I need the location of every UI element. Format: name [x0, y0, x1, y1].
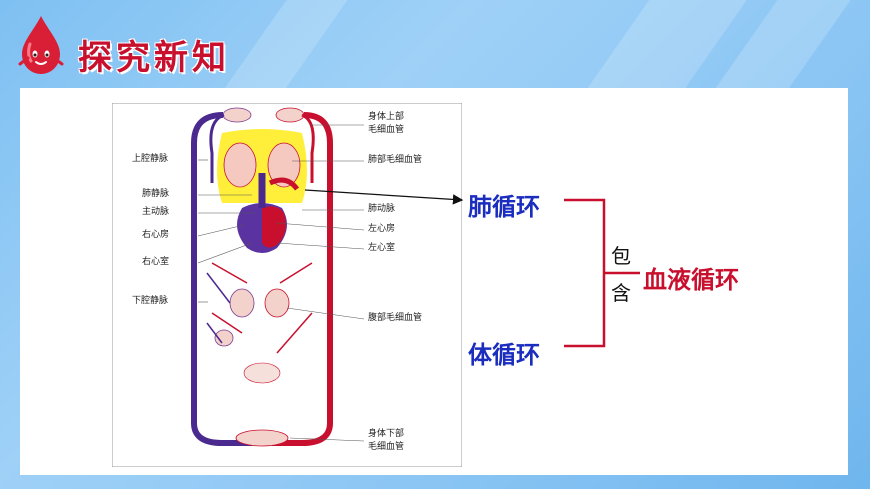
slide-title: 探究新知	[78, 38, 230, 78]
label-right-ventricle: 右心室	[142, 257, 170, 267]
circulation-diagram: 上腔静脉 肺静脉 主动脉 右心房 右心室 下腔静脉 身体上部 毛细血管 肺部毛细…	[112, 103, 462, 467]
connector-lines	[304, 189, 640, 348]
blood-circulation-label: 血液循环	[643, 266, 739, 294]
label-right-atrium: 右心房	[142, 230, 170, 240]
label-upper-body-capillaries: 毛细血管	[368, 125, 405, 135]
label-left-atrium: 左心房	[368, 224, 396, 234]
circulation-illustration	[112, 103, 462, 467]
contains-char-bottom: 含	[611, 281, 631, 305]
label-superior-vena-cava: 上腔静脉	[132, 154, 169, 164]
label-lower-body: 身体下部	[368, 429, 405, 439]
label-abdominal-capillaries: 腹部毛细血管	[368, 313, 423, 323]
label-pulmonary-vein: 肺静脉	[142, 189, 170, 199]
slide-header: 探究新知	[0, 0, 870, 88]
label-aorta: 主动脉	[142, 207, 170, 217]
contains-char-top: 包	[611, 244, 631, 268]
label-pulmonary-artery: 肺动脉	[368, 204, 396, 214]
pulmonary-circulation-label: 肺循环	[468, 193, 540, 221]
label-upper-body: 身体上部	[368, 112, 405, 122]
blood-drop-mascot-icon	[18, 16, 64, 74]
content-card: 上腔静脉 肺静脉 主动脉 右心房 右心室 下腔静脉 身体上部 毛细血管 肺部毛细…	[20, 88, 848, 475]
label-lower-body-capillaries: 毛细血管	[368, 442, 405, 452]
label-inferior-vena-cava: 下腔静脉	[132, 296, 169, 306]
label-left-ventricle: 左心室	[368, 243, 396, 253]
label-lung-capillaries: 肺部毛细血管	[368, 155, 423, 165]
systemic-circulation-label: 体循环	[468, 341, 540, 369]
